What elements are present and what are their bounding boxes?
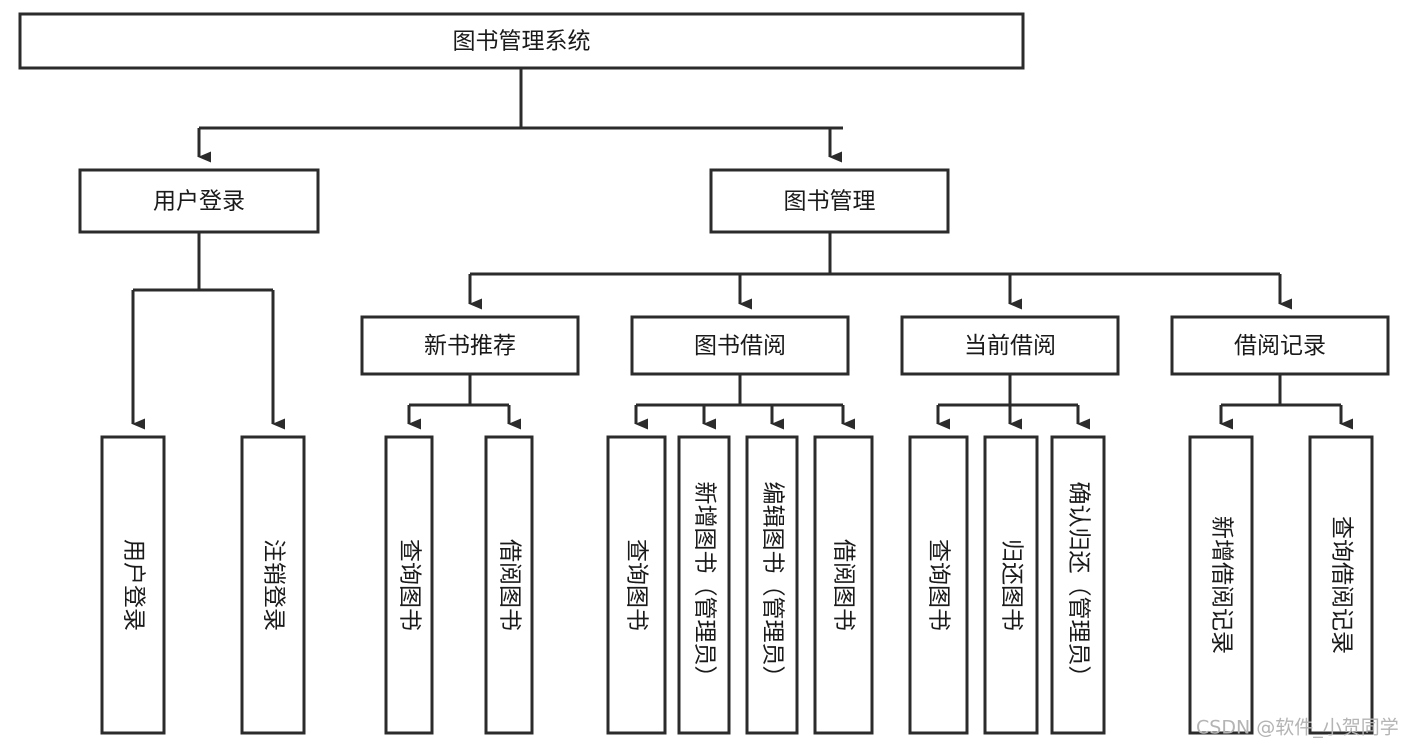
node-leaf-return-book-box[interactable]: [983, 435, 1039, 735]
node-book-borrow[interactable]: 图书借阅: [630, 315, 850, 376]
node-leaf-query-book-1-box[interactable]: [384, 435, 434, 735]
node-book-manage[interactable]: 图书管理: [709, 168, 950, 234]
node-leaf-borrow-book-2-box[interactable]: [813, 435, 874, 735]
node-leaf-user-login[interactable]: 用户登录: [100, 435, 166, 735]
node-leaf-query-book-1[interactable]: 查询图书: [384, 435, 434, 735]
node-leaf-logout-label: 注销登录: [261, 539, 287, 631]
connector-group-new-book-recommend: [407, 374, 521, 430]
csdn-watermark: CSDN @软件_小贺同学: [1196, 717, 1399, 739]
node-leaf-query-book-3[interactable]: 查询图书: [908, 435, 969, 735]
node-leaf-logout[interactable]: 注销登录: [240, 435, 306, 735]
node-leaf-borrow-book-1-label: 借阅图书: [497, 539, 523, 631]
node-leaf-query-record-box[interactable]: [1308, 435, 1374, 735]
node-book-borrow-box[interactable]: [630, 315, 850, 376]
node-leaf-add-record-box[interactable]: [1188, 435, 1254, 735]
node-leaf-query-record[interactable]: 查询借阅记录: [1308, 435, 1374, 735]
node-current-borrow[interactable]: 当前借阅: [900, 315, 1120, 376]
node-leaf-add-book-label: 新增图书（管理员）: [692, 482, 718, 689]
node-root-box[interactable]: [18, 12, 1025, 70]
node-leaf-add-record-label: 新增借阅记录: [1209, 516, 1235, 654]
node-leaf-edit-book-label: 编辑图书（管理员）: [760, 482, 786, 689]
node-leaf-confirm-return-label: 确认归还（管理员）: [1066, 482, 1092, 689]
node-user-login-box[interactable]: [78, 168, 320, 234]
connector-group-current-borrow: [936, 374, 1090, 430]
node-leaf-add-book[interactable]: 新增图书（管理员）: [677, 435, 731, 735]
node-leaf-borrow-book-2-label: 借阅图书: [831, 539, 857, 631]
connector-group-book-borrow: [634, 374, 855, 430]
node-leaf-logout-box[interactable]: [240, 435, 306, 735]
node-leaf-query-book-2[interactable]: 查询图书: [606, 435, 667, 735]
node-book-manage-label: 图书管理: [784, 189, 876, 215]
node-leaf-query-book-2-label: 查询图书: [624, 539, 650, 631]
node-borrow-record[interactable]: 借阅记录: [1170, 315, 1390, 376]
connector-group-root: [197, 68, 843, 163]
node-book-manage-box[interactable]: [709, 168, 950, 234]
node-leaf-confirm-return[interactable]: 确认归还（管理员）: [1050, 435, 1106, 735]
node-leaf-user-login-box[interactable]: [100, 435, 166, 735]
connector-group-book-manage: [468, 232, 1292, 310]
connector-group-user-login: [131, 232, 285, 430]
node-leaf-return-book[interactable]: 归还图书: [983, 435, 1039, 735]
node-leaf-confirm-return-box[interactable]: [1050, 435, 1106, 735]
node-new-book-recommend-label: 新书推荐: [424, 333, 516, 359]
node-leaf-query-book-2-box[interactable]: [606, 435, 667, 735]
node-current-borrow-label: 当前借阅: [964, 333, 1056, 359]
node-leaf-query-book-1-label: 查询图书: [397, 539, 423, 631]
node-current-borrow-box[interactable]: [900, 315, 1120, 376]
connector-group-borrow-record: [1219, 374, 1353, 430]
node-user-login[interactable]: 用户登录: [78, 168, 320, 234]
node-leaf-query-book-3-box[interactable]: [908, 435, 969, 735]
node-root[interactable]: 图书管理系统: [18, 12, 1025, 70]
node-leaf-borrow-book-1[interactable]: 借阅图书: [484, 435, 534, 735]
node-leaf-add-record[interactable]: 新增借阅记录: [1188, 435, 1254, 735]
node-user-login-label: 用户登录: [153, 189, 245, 215]
node-leaf-borrow-book-1-box[interactable]: [484, 435, 534, 735]
node-leaf-return-book-label: 归还图书: [999, 539, 1025, 631]
node-borrow-record-box[interactable]: [1170, 315, 1390, 376]
node-leaf-edit-book[interactable]: 编辑图书（管理员）: [745, 435, 799, 735]
node-leaf-add-book-box[interactable]: [677, 435, 731, 735]
node-leaf-query-book-3-label: 查询图书: [926, 539, 952, 631]
node-leaf-user-login-label: 用户登录: [121, 539, 147, 631]
node-book-borrow-label: 图书借阅: [694, 333, 786, 359]
node-new-book-recommend[interactable]: 新书推荐: [360, 315, 580, 376]
node-leaf-query-record-label: 查询借阅记录: [1329, 516, 1355, 654]
node-leaf-edit-book-box[interactable]: [745, 435, 799, 735]
node-root-label: 图书管理系统: [453, 29, 591, 55]
node-new-book-recommend-box[interactable]: [360, 315, 580, 376]
node-borrow-record-label: 借阅记录: [1234, 333, 1326, 359]
node-leaf-borrow-book-2[interactable]: 借阅图书: [813, 435, 874, 735]
